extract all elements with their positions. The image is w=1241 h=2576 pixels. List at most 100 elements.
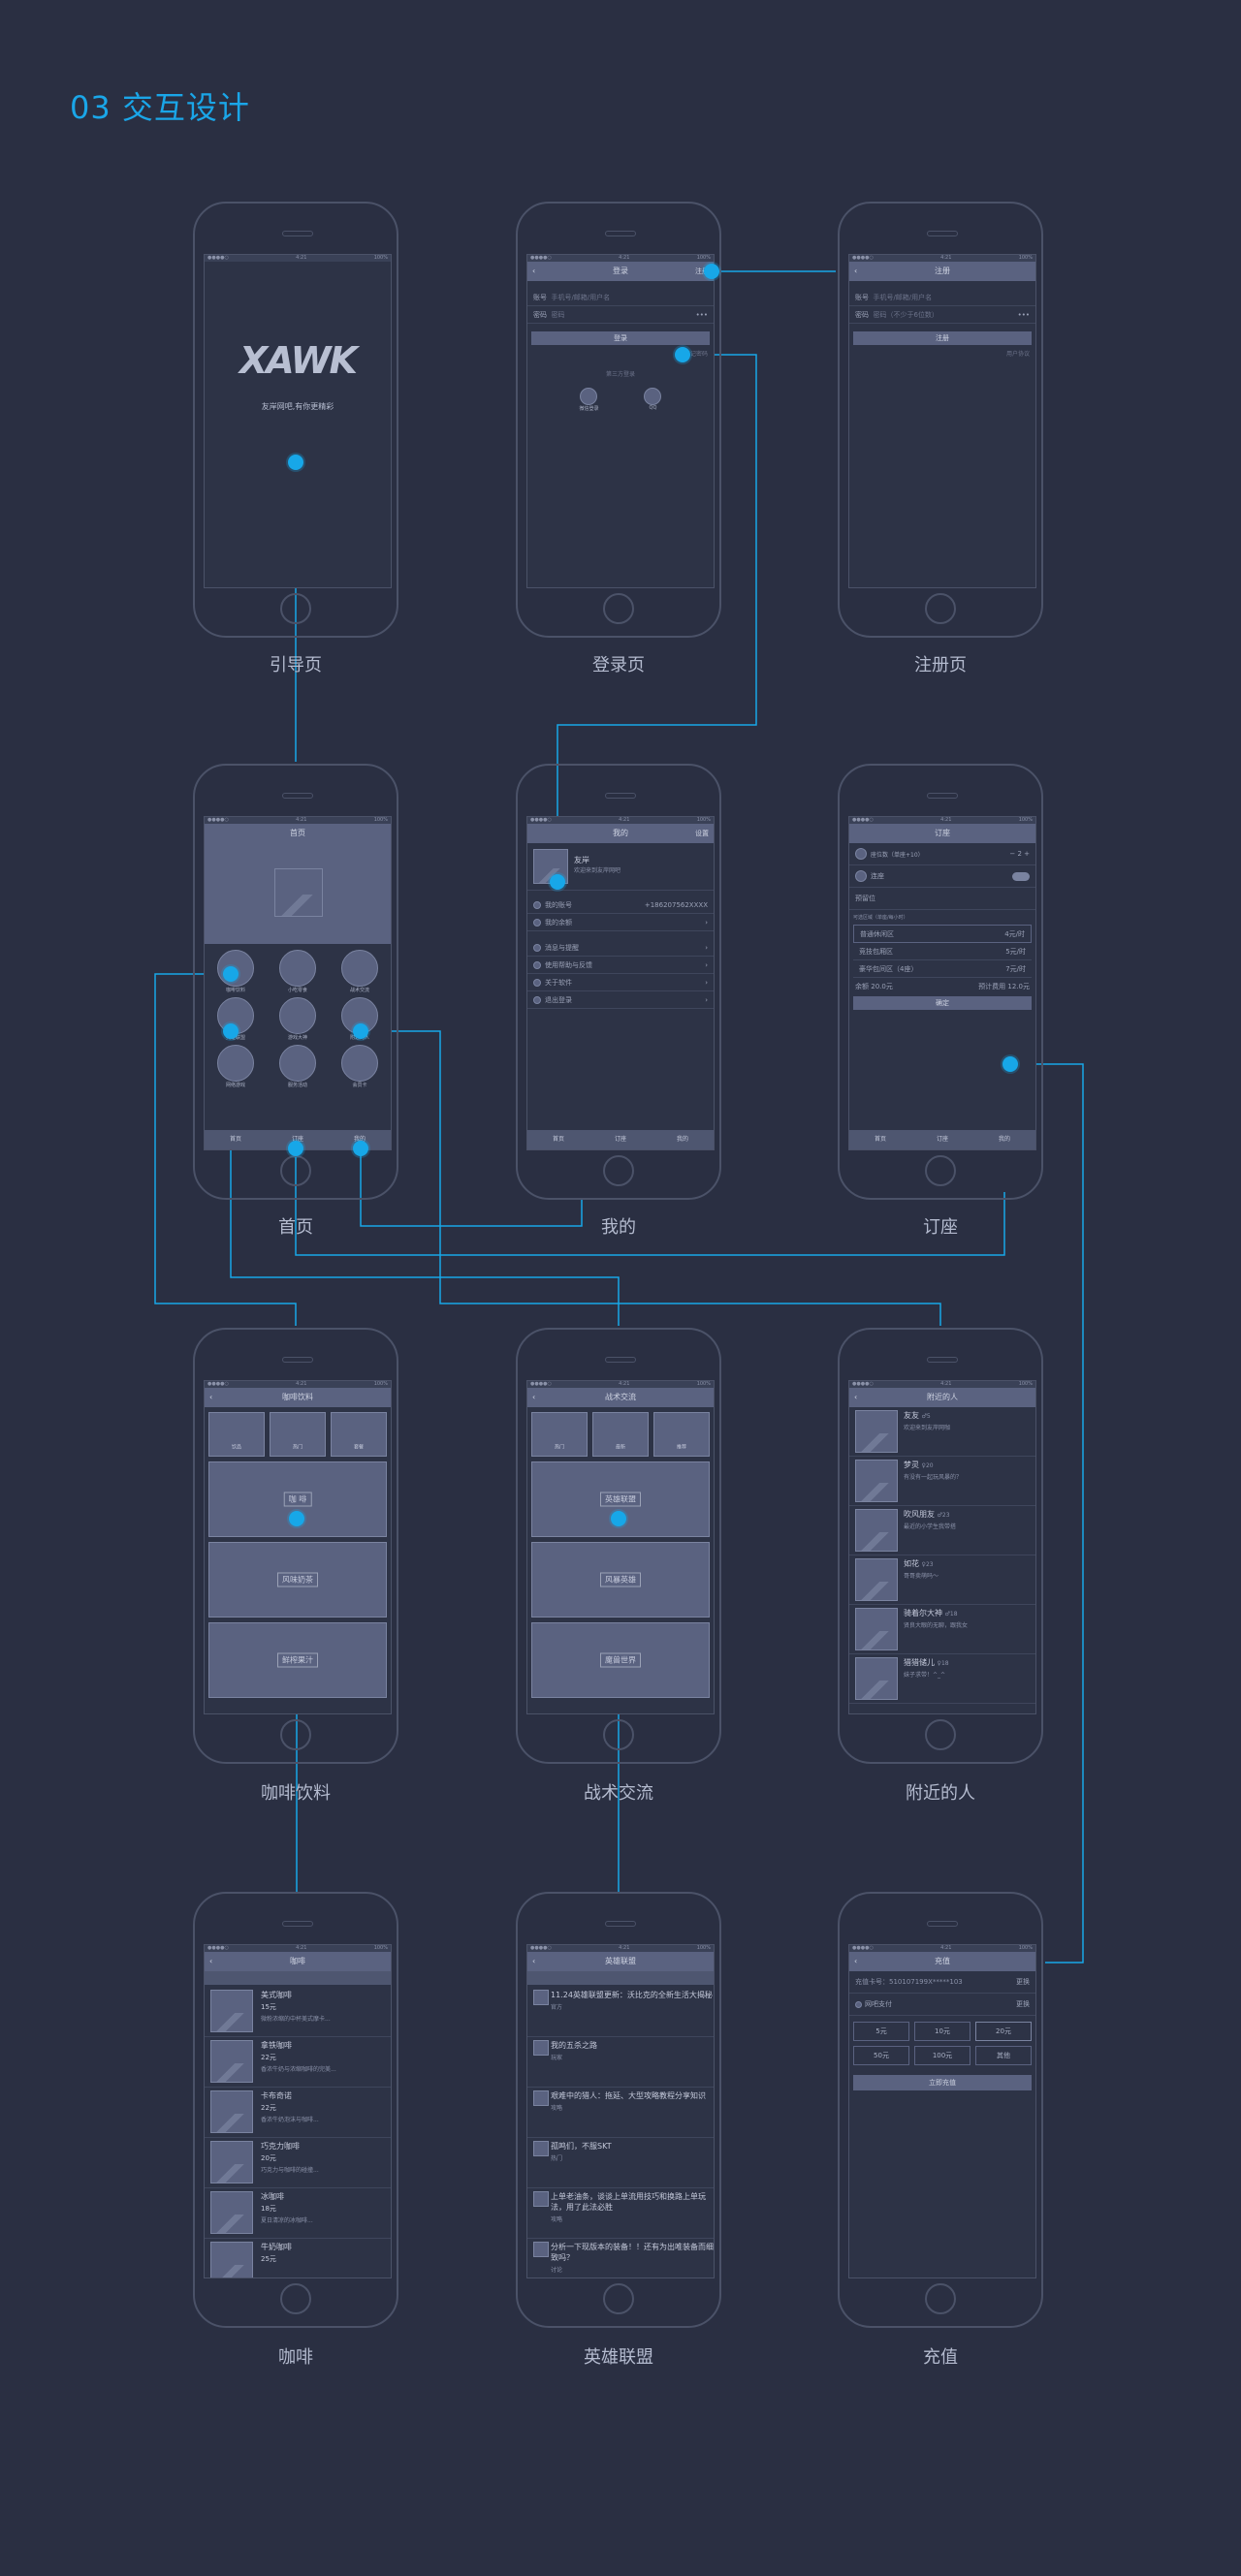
row-account[interactable]: 我的账号+186207562XXXX	[527, 896, 714, 914]
tab-booking[interactable]: 订座	[614, 1136, 626, 1143]
tab-mine[interactable]: 我的	[998, 1136, 1010, 1143]
tab-home[interactable]: 首页	[552, 1136, 564, 1143]
post-1[interactable]: 我的五杀之路玩家	[527, 2037, 714, 2088]
tab-home[interactable]: 首页	[229, 1136, 241, 1143]
tile-milktea[interactable]: 风味奶茶	[208, 1542, 387, 1618]
post-5[interactable]: 分析一下现版本的装备！！还有为出唯装备而细致吗？讨论	[527, 2239, 714, 2278]
row-logout[interactable]: 退出登录›	[527, 991, 714, 1009]
home-button[interactable]	[925, 1155, 956, 1186]
tile-hots[interactable]: 风暴英雄	[531, 1542, 710, 1618]
toggle-switch[interactable]	[1012, 871, 1030, 881]
amount-option[interactable]: 其他	[975, 2046, 1032, 2065]
post-4[interactable]: 上单老油条，谈谈上单流用技巧和换路上单玩法，用了此法必胜攻略	[527, 2188, 714, 2239]
back-icon[interactable]: ‹	[532, 267, 536, 275]
register-button[interactable]: 注册	[853, 331, 1032, 345]
cat-0[interactable]: 饮品	[208, 1412, 265, 1457]
login-button[interactable]: 登录	[531, 331, 710, 345]
change-method-link[interactable]: 更换	[1016, 2000, 1030, 2008]
row-help[interactable]: 使用帮助与反馈›	[527, 957, 714, 974]
cat-1[interactable]: 热门	[270, 1412, 326, 1457]
confirm-button[interactable]: 确定	[853, 996, 1032, 1010]
cat-2[interactable]: 套餐	[331, 1412, 387, 1457]
row-balance[interactable]: 我的余额›	[527, 914, 714, 931]
home-button[interactable]	[603, 593, 634, 624]
back-icon[interactable]: ‹	[532, 1393, 536, 1401]
home-button[interactable]	[925, 2283, 956, 2314]
home-button[interactable]	[925, 1719, 956, 1750]
register-link[interactable]: 注册	[695, 267, 709, 275]
grid-item-netgame[interactable]: 网络游戏	[205, 1045, 267, 1088]
grid-item-activity[interactable]: 服务活动	[267, 1045, 329, 1088]
home-button[interactable]	[603, 1155, 634, 1186]
home-button[interactable]	[280, 593, 311, 624]
tab-mine[interactable]: 我的	[676, 1136, 688, 1143]
row-messages[interactable]: 消息与提醒›	[527, 939, 714, 957]
grid-item-member[interactable]: 会员卡	[329, 1045, 391, 1088]
account-field[interactable]: 账号 手机号/邮箱/用户名	[849, 289, 1035, 306]
filter-bar[interactable]	[205, 1971, 391, 1985]
password-field[interactable]: 密码 密码（不少于6位数）•••	[849, 306, 1035, 324]
banner[interactable]	[205, 843, 391, 944]
cat-2[interactable]: 推荐	[653, 1412, 710, 1457]
back-icon[interactable]: ‹	[854, 1393, 858, 1401]
qq-login[interactable]: QQ	[644, 388, 662, 412]
tile-wow[interactable]: 魔兽世界	[531, 1622, 710, 1698]
cat-1[interactable]: 最新	[592, 1412, 649, 1457]
agreement-link[interactable]: 用户协议	[1005, 351, 1030, 358]
row-seat-count[interactable]: 座位数（单座+10）− 2 +	[849, 843, 1035, 865]
area-2[interactable]: 豪华包间区（4座）7元/时	[853, 960, 1032, 978]
back-icon[interactable]: ‹	[854, 1957, 858, 1965]
home-button[interactable]	[925, 593, 956, 624]
filter-bar[interactable]	[527, 1971, 714, 1985]
change-card-link[interactable]: 更换	[1016, 1978, 1030, 1986]
grid-item-tactics[interactable]: 战术交流	[329, 950, 391, 993]
amount-option[interactable]: 20元	[975, 2022, 1032, 2041]
quantity-stepper[interactable]: − 2 +	[1009, 850, 1030, 858]
home-button[interactable]	[603, 1719, 634, 1750]
password-field[interactable]: 密码 密码•••	[527, 306, 714, 324]
tab-booking[interactable]: 订座	[291, 1136, 303, 1143]
tab-home[interactable]: 首页	[874, 1136, 886, 1143]
account-field[interactable]: 账号 手机号/邮箱/用户名	[527, 289, 714, 306]
recharge-button[interactable]: 立即充值	[853, 2075, 1032, 2090]
home-button[interactable]	[280, 2283, 311, 2314]
eye-icon[interactable]: •••	[1017, 310, 1030, 319]
back-icon[interactable]: ‹	[854, 267, 858, 275]
back-icon[interactable]: ‹	[532, 1957, 536, 1965]
tab-booking[interactable]: 订座	[936, 1136, 948, 1143]
cat-0[interactable]: 热门	[531, 1412, 588, 1457]
amount-option[interactable]: 50元	[853, 2046, 909, 2065]
amount-option[interactable]: 100元	[914, 2046, 971, 2065]
grid-item-master[interactable]: 游戏大神	[267, 997, 329, 1041]
forgot-link[interactable]: 忘记密码	[684, 351, 708, 358]
home-button[interactable]	[603, 2283, 634, 2314]
home-button[interactable]	[280, 1719, 311, 1750]
back-icon[interactable]: ‹	[209, 1393, 213, 1401]
amount-option[interactable]: 10元	[914, 2022, 971, 2041]
tab-mine[interactable]: 我的	[353, 1136, 366, 1143]
method-row[interactable]: 网吧支付更换	[849, 1994, 1035, 2016]
settings-link[interactable]: 设置	[695, 830, 709, 837]
profile-card[interactable]: 友岸 欢迎来到友岸网吧	[527, 843, 714, 891]
row-adjacent[interactable]: 连座	[849, 865, 1035, 888]
tile-juice[interactable]: 鲜榨果汁	[208, 1622, 387, 1698]
wechat-login[interactable]: 微信登录	[579, 388, 599, 412]
row-reserve[interactable]: 预留位	[849, 888, 1035, 910]
back-icon[interactable]: ‹	[209, 1957, 213, 1965]
home-button[interactable]	[280, 1155, 311, 1186]
